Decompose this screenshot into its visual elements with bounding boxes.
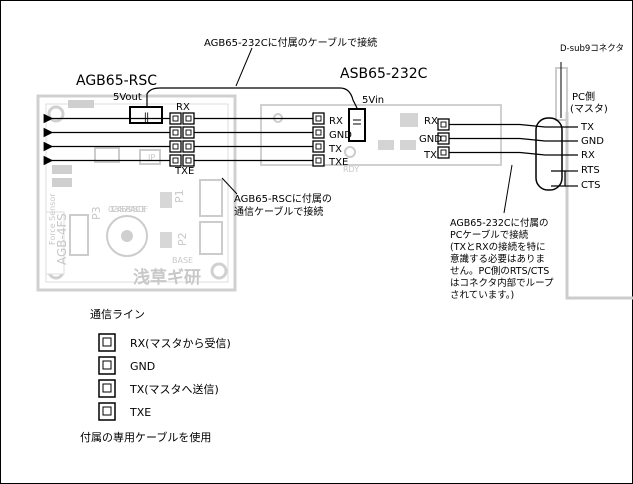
mid-pin-0 xyxy=(312,112,325,125)
pc-note-leader xyxy=(503,164,513,214)
rsc-signal-lines xyxy=(43,113,313,166)
mid-pin-0-inner xyxy=(315,115,322,122)
pc-note-1: AGB65-232Cに付属の xyxy=(450,218,549,229)
left-pin-b-0 xyxy=(182,112,195,125)
middle-pin-headers xyxy=(312,112,325,167)
rsc-note-1: AGB65-RSCに付属の xyxy=(234,192,332,205)
pc-note-7: されています。) xyxy=(450,290,514,301)
mid-r-gnd: GND xyxy=(419,134,442,145)
pc-wire-b-2 xyxy=(519,151,546,156)
asb65-title: ASB65-232C xyxy=(340,66,428,82)
board-silkscreen: P1 P2 P3 Force Sensor AGB-4FS BASE 01234… xyxy=(48,153,201,288)
legend-icons xyxy=(98,333,116,421)
dsub-label: D-sub9コネクタ xyxy=(560,43,624,54)
rts-cts-loop xyxy=(551,170,566,187)
left-pin-a-3 xyxy=(169,154,182,167)
legend-txe: TXE xyxy=(129,406,151,419)
5vin-connector xyxy=(348,108,366,142)
pc-wire-b-0 xyxy=(519,123,546,128)
left-pin-b-2 xyxy=(182,140,195,153)
pc-label-1: PC側 xyxy=(572,90,595,103)
mid-r-tx: TX xyxy=(423,150,437,161)
pc-note-4: 意識する必要はありま xyxy=(450,253,545,265)
pc-note-6: はコネクタ内部でループ xyxy=(450,277,554,289)
left-pin-headers xyxy=(169,112,195,167)
left-pin-b-3 xyxy=(182,154,195,167)
legend-tx: TX(マスタへ送信) xyxy=(129,382,219,396)
mid-pin-1-inner xyxy=(315,129,322,136)
mid-pin-3 xyxy=(312,154,325,167)
mid-tx: TX xyxy=(328,144,342,155)
middle-right-pin-headers xyxy=(437,118,450,159)
pc-cts: CTS xyxy=(581,180,600,191)
left-txe-label: TXE xyxy=(174,166,194,177)
mid-pin-2-inner xyxy=(315,143,322,150)
pc-rx: RX xyxy=(581,150,595,161)
mid-right-pin-0-inner xyxy=(440,121,447,128)
mid-right-pin-1-inner xyxy=(440,135,447,142)
silk-force-sensor: Force Sensor xyxy=(48,193,57,245)
pc-gnd: GND xyxy=(581,136,604,147)
silk-base: BASE xyxy=(172,256,193,265)
mid-right-pin-0 xyxy=(437,118,450,131)
agb65-rsc-board xyxy=(36,94,237,292)
left-pin-a-2-inner xyxy=(172,143,179,150)
silk-p3: P3 xyxy=(90,206,103,220)
pc-tx: TX xyxy=(580,122,594,133)
mid-r-rx: RX xyxy=(424,116,438,127)
pc-note-3: (TXとRXの接続を特に xyxy=(450,241,546,253)
svg-text:||: || xyxy=(144,112,149,123)
cable-top-label: AGB65-232Cに付属のケーブルで接続 xyxy=(204,36,377,49)
mid-gnd: GND xyxy=(329,130,352,141)
left-pin-b-1-inner xyxy=(185,129,192,136)
agb65-rsc-title: AGB65-RSC xyxy=(76,73,157,89)
mid-pin-3-inner xyxy=(315,157,322,164)
pc-label-2: (マスタ) xyxy=(570,103,608,115)
legend-footer: 付属の専用ケーブルを使用 xyxy=(80,430,211,444)
pc-signal-lines xyxy=(449,123,578,187)
5vout-connector: || xyxy=(129,106,163,124)
silk-dial: 0123456789ABCDEF xyxy=(108,205,148,214)
mid-txe: TXE xyxy=(328,157,348,168)
mid-right-pin-2-inner xyxy=(440,149,447,156)
pc-note-5: せん。PC側のRTS/CTS xyxy=(450,265,549,277)
rsc-note-2: 通信ケーブルで接続 xyxy=(234,205,323,218)
left-pin-a-0-inner xyxy=(172,115,179,122)
left-pin-a-3-inner xyxy=(172,157,179,164)
pc-note-2: PCケーブルで接続 xyxy=(450,229,529,241)
left-pin-b-0-inner xyxy=(185,115,192,122)
left-pin-a-0 xyxy=(169,112,182,125)
silk-jp: JP xyxy=(147,153,155,162)
legend-rx: RX(マスタから受信) xyxy=(130,337,231,350)
left-pin-b-1 xyxy=(182,126,195,139)
mid-right-pin-2 xyxy=(437,146,450,159)
left-pin-a-1-inner xyxy=(172,129,179,136)
mid-rx: RX xyxy=(329,116,343,127)
pc-rts: RTS xyxy=(581,165,600,176)
5vout-label: 5Vout xyxy=(113,92,142,103)
dsub-connector xyxy=(535,117,563,191)
mid-pin-2 xyxy=(312,140,325,153)
left-pin-b-2-inner xyxy=(185,143,192,150)
legend-gnd: GND xyxy=(130,360,155,373)
asb65-232c-board: RDY xyxy=(260,104,502,174)
rsc-note-leader xyxy=(221,177,238,195)
5vin-label: 5Vin xyxy=(362,95,384,106)
power-cable xyxy=(146,87,358,109)
mid-pin-1 xyxy=(312,126,325,139)
left-pin-a-2 xyxy=(169,140,182,153)
silk-p1: P1 xyxy=(173,189,186,203)
left-pin-a-1 xyxy=(169,126,182,139)
silk-rdy: RDY xyxy=(343,165,359,174)
silk-p2: P2 xyxy=(176,232,189,246)
silk-maker: 浅草ギ研 xyxy=(133,267,201,288)
silk-model: AGB-4FS xyxy=(55,213,69,265)
left-pin-b-3-inner xyxy=(185,157,192,164)
pc-wire-b-1 xyxy=(519,137,546,142)
left-rx-label: RX xyxy=(176,102,190,113)
cable-leader-top xyxy=(235,47,253,87)
legend-title: 通信ライン xyxy=(90,308,145,321)
